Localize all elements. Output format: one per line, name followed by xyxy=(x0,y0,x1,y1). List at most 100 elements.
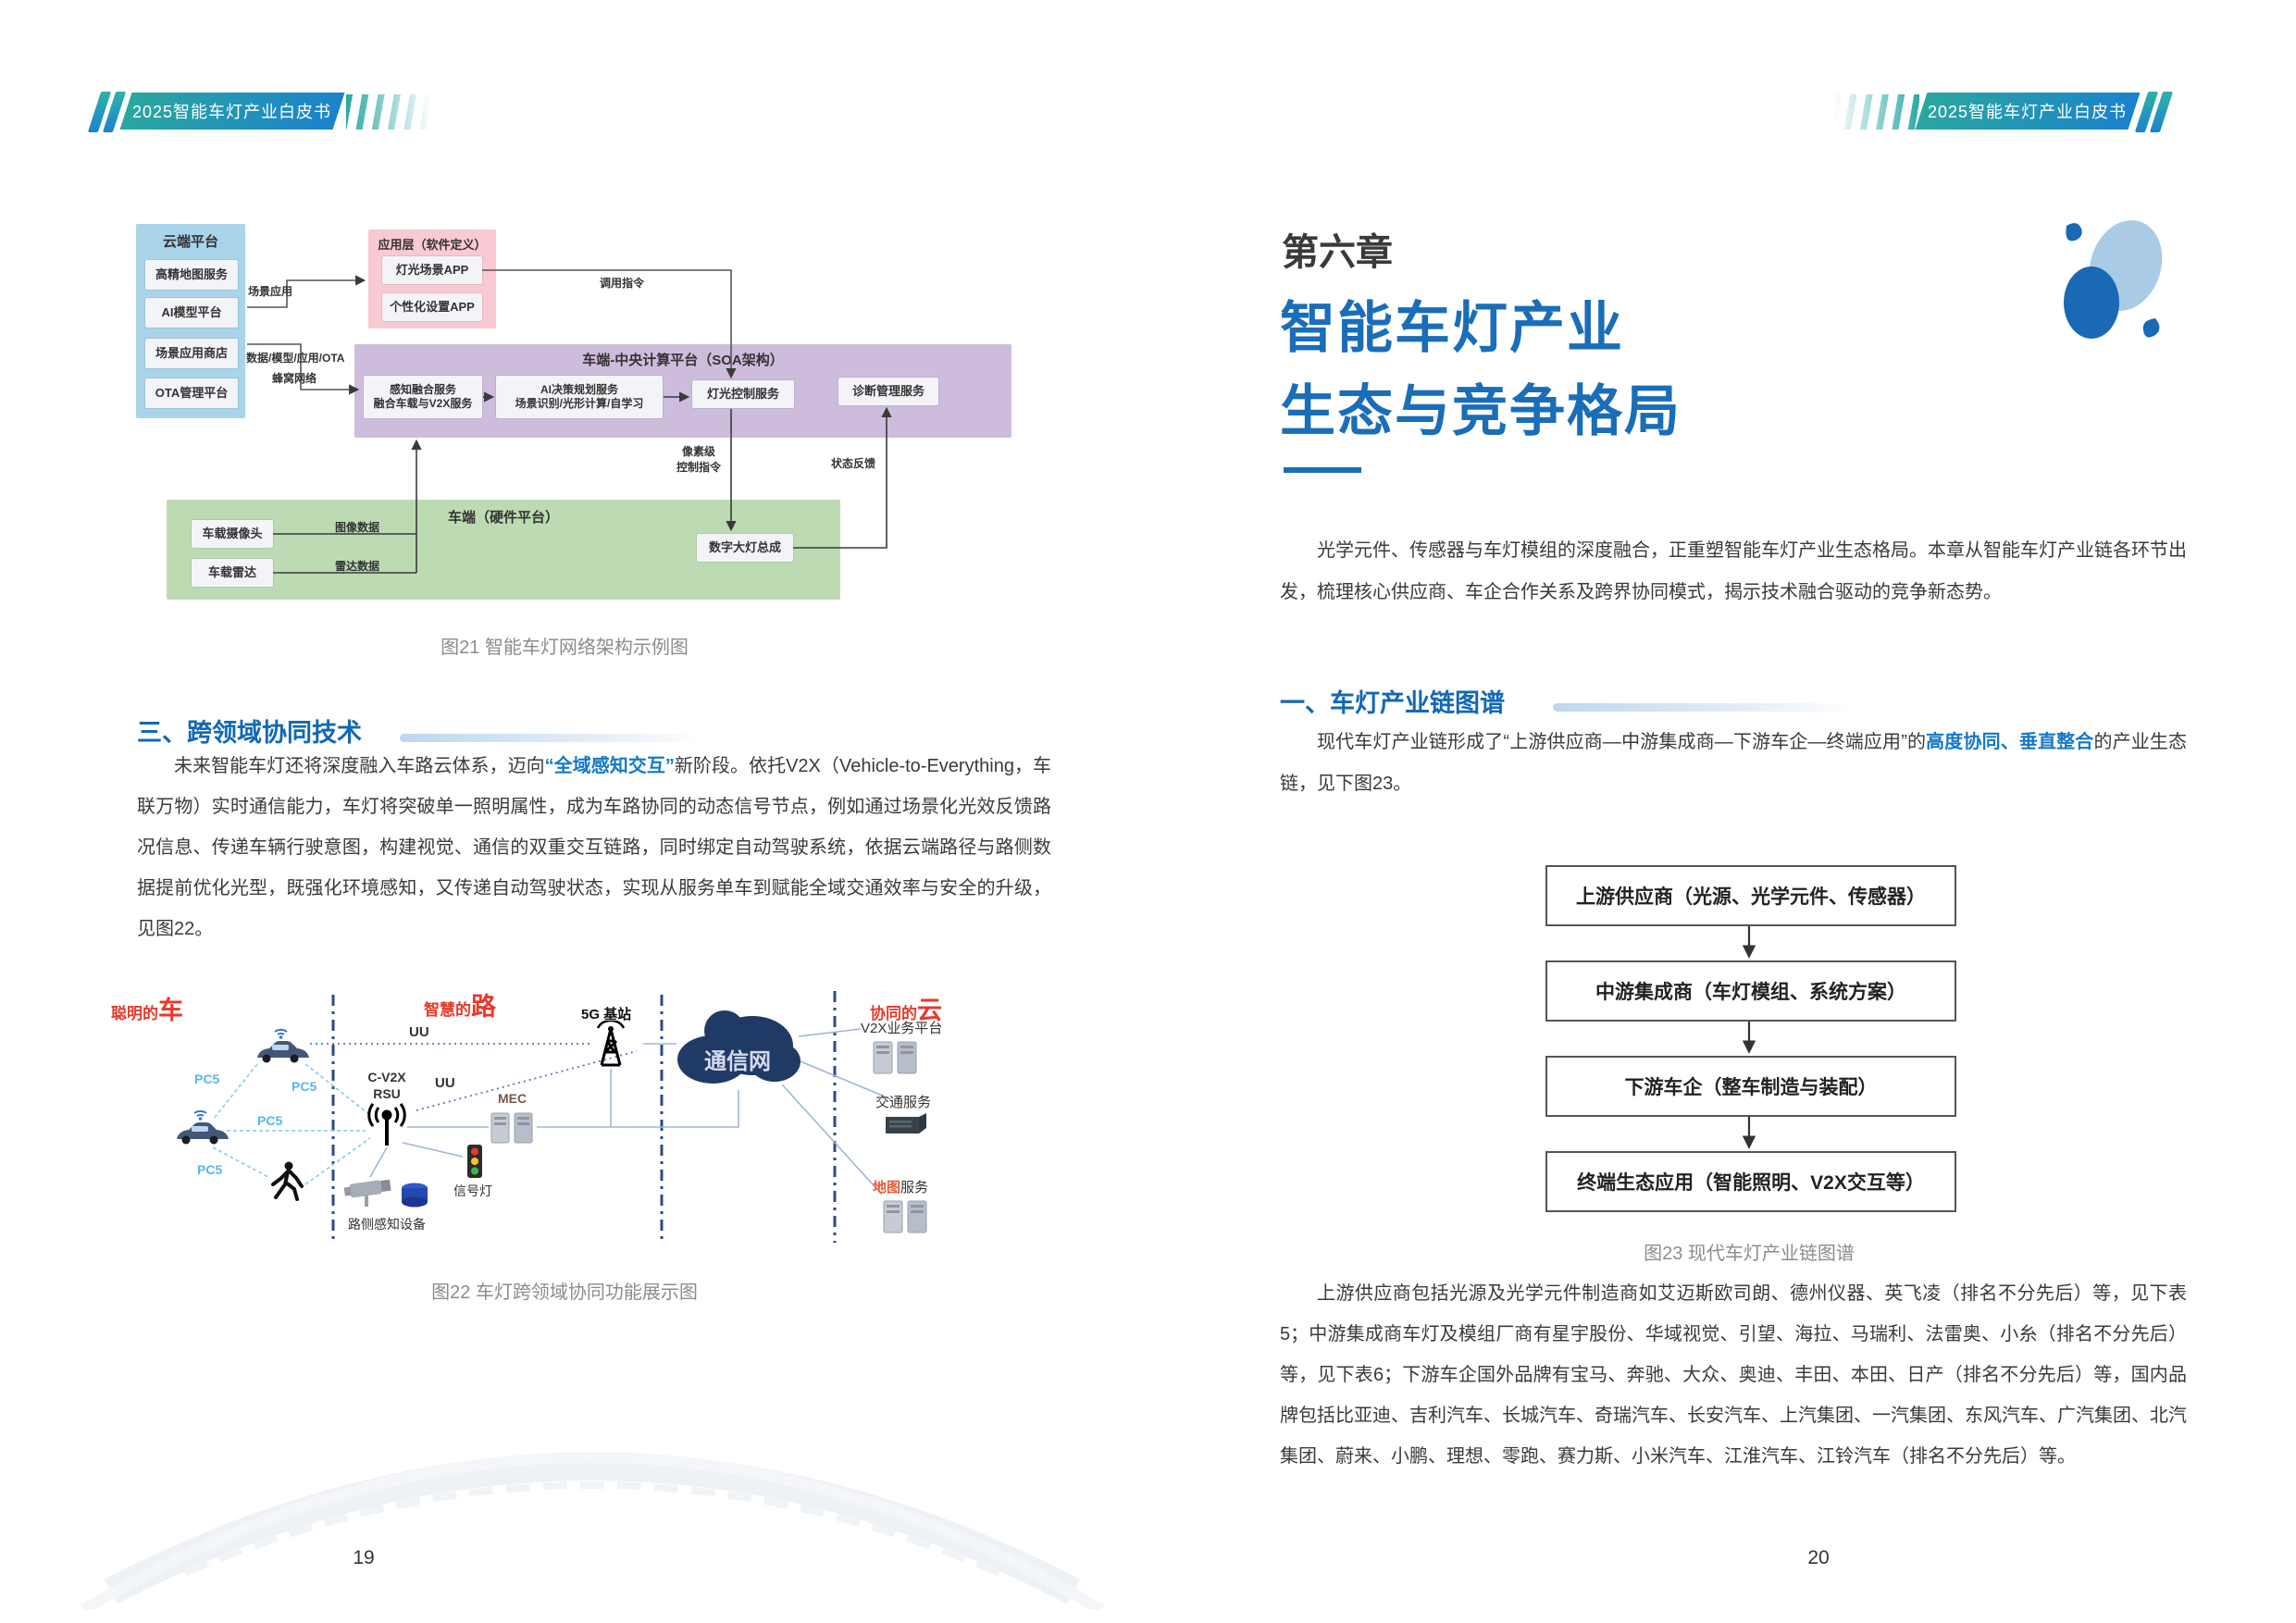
map-service-servers-icon xyxy=(880,1196,932,1235)
soa-service-light-control: 灯光控制服务 xyxy=(692,380,794,408)
edge-label-scene-app: 场景应用 xyxy=(248,285,293,298)
fig23-caption: 图23 现代车灯产业链图谱 xyxy=(1644,1244,1855,1264)
communication-network-cloud: 通信网 xyxy=(671,1002,805,1093)
chapter-title-underline xyxy=(1284,467,1361,473)
cloud-item: 场景应用商店 xyxy=(145,339,238,368)
roadside-camera-icon xyxy=(342,1173,396,1210)
right-header-banner-text: 2025智能车灯产业白皮书 xyxy=(1928,103,2128,121)
roadside-lidar-icon xyxy=(398,1181,431,1212)
chapter-logo-icon xyxy=(2064,220,2163,339)
left-header-banner-text: 2025智能车灯产业白皮书 xyxy=(132,103,332,121)
pc5-link-label: PC5 xyxy=(292,1079,317,1094)
right-header-banner: 2025智能车灯产业白皮书 xyxy=(1915,93,2141,130)
hw-headlamp-box: 数字大灯总成 xyxy=(697,534,793,562)
vehicle-hardware-title: 车端（硬件平台） xyxy=(447,510,559,526)
edge-label-image-data: 图像数据 xyxy=(335,521,380,534)
zone-title-main: 路 xyxy=(471,993,496,1021)
cloud-item: 高精地图服务 xyxy=(145,260,238,290)
left-header-banner: 2025智能车灯产业白皮书 xyxy=(119,93,345,130)
zone-title-prefix: 协同的 xyxy=(870,1005,917,1022)
fig21-network-architecture: 云端平台 应用层（软件定义） 车端-中央计算平台（SOA架构） 车端（硬件平台）… xyxy=(88,134,1041,638)
cv2x-rsu-label: C-V2X RSU xyxy=(360,1069,414,1102)
chapter-title-line1: 智能车灯产业 xyxy=(1280,297,1624,359)
suppliers-paragraph: 上游供应商包括光源及光学元件制造商如艾迈斯欧司朗、德州仪器、英飞凌（排名不分先后… xyxy=(1280,1283,2187,1467)
edge-label-invoke: 调用指令 xyxy=(600,277,645,290)
header-stripes-decoration xyxy=(1834,94,1919,130)
map-service-label-red: 地图 xyxy=(873,1180,901,1196)
edge-label-data-ota: 数据/模型/应用/OTA xyxy=(246,352,345,365)
5g-base-station-icon xyxy=(589,1021,633,1069)
paragraph-text: 现代车灯产业链形成了“上游供应商—中游集成商—下游车企—终端应用”的 xyxy=(1317,732,1927,752)
paragraph-highlight: 高度协同、垂直整合 xyxy=(1926,732,2094,752)
communication-network-label: 通信网 xyxy=(704,1048,771,1074)
flow-node-midstream: 中游集成商（车灯模组、系统方案） xyxy=(1545,960,1956,1022)
map-service-label-black: 服务 xyxy=(900,1180,929,1196)
chapter-title: 智能车灯产业 生态与竞争格局 xyxy=(1280,287,1682,453)
v2x-platform-servers-icon xyxy=(870,1037,922,1076)
5g-base-station-label: 5G 基站 xyxy=(581,1007,632,1022)
fig23-industry-chain-flowchart: 上游供应商（光源、光学元件、传感器） 中游集成商（车灯模组、系统方案） 下游车企… xyxy=(1499,861,1999,1286)
chapter-title-line2: 生态与竞争格局 xyxy=(1280,380,1682,442)
rsu-antenna-icon xyxy=(366,1103,407,1147)
mec-servers-icon xyxy=(489,1109,537,1146)
cv2x-label-line: C-V2X xyxy=(367,1070,406,1084)
map-service-label: 地图服务 xyxy=(873,1177,928,1196)
flow-node-upstream: 上游供应商（光源、光学元件、传感器） xyxy=(1545,865,1956,926)
zone-title-prefix: 智慧的 xyxy=(424,1001,471,1019)
edge-label-pixel-line: 像素级 xyxy=(681,445,715,458)
soa-service-ai-planning: AI决策规划服务 场景识别/光形计算/自学习 xyxy=(496,376,663,418)
paragraph-highlight: “全域感知交互” xyxy=(544,756,675,776)
fig22-v2x-diagram: 聪明的车 智慧的路 协同的云 xyxy=(88,985,1013,1263)
application-layer-title: 应用层（软件定义） xyxy=(378,238,487,252)
cv2x-label-line: RSU xyxy=(373,1086,401,1102)
pc5-link-label: PC5 xyxy=(194,1072,220,1086)
header-stripes-decoration xyxy=(346,94,431,130)
zone-title-smart-vehicle: 聪明的车 xyxy=(111,990,183,1026)
edge-label-feedback: 状态反馈 xyxy=(831,457,876,470)
connected-car-icon xyxy=(252,1022,309,1065)
zone-title-smart-road: 智慧的路 xyxy=(424,986,496,1022)
chapter-intro-paragraph: 光学元件、传感器与车灯模组的深度融合，正重塑智能车灯产业生态格局。本章从智能车灯… xyxy=(1280,540,2187,602)
signal-light-label: 信号灯 xyxy=(453,1183,492,1198)
soa-service-perception: 感知融合服务 融合车载与V2X服务 xyxy=(364,376,482,418)
fig21-caption: 图21 智能车灯网络架构示例图 xyxy=(441,638,689,658)
paragraph-text: 的产业生态链，见下图23。 xyxy=(1280,732,2188,794)
cross-domain-paragraph: 未来智能车灯还将深度融入车路云体系，迈向“全域感知交互”新阶段。依托V2X（Ve… xyxy=(137,746,1051,949)
zone-title-prefix: 聪明的 xyxy=(111,1005,158,1022)
connected-car-icon xyxy=(171,1104,229,1146)
heading-underline-decoration xyxy=(400,734,705,742)
traffic-service-label: 交通服务 xyxy=(875,1095,932,1110)
edge-label-pixel-cmd: 像素级 控制指令 xyxy=(669,443,728,475)
zone-title-collab-cloud: 协同的云 xyxy=(870,990,942,1026)
paragraph-text: 未来智能车灯还将深度融入车路云体系，迈向 xyxy=(174,756,545,776)
soa-service-line: AI决策规划服务 xyxy=(540,383,618,396)
flow-node-downstream: 下游车企（整车制造与装配） xyxy=(1545,1056,1956,1117)
v2x-platform-label: V2X业务平台 xyxy=(861,1021,943,1036)
edge-label-cellular: 蜂窝网络 xyxy=(272,372,317,385)
cloud-item: OTA管理平台 xyxy=(145,378,238,408)
hw-camera-box: 车载摄像头 xyxy=(192,520,273,548)
industry-chain-paragraph: 现代车灯产业链形成了“上游供应商—中游集成商—下游车企—终端应用”的高度协同、垂… xyxy=(1280,722,2187,805)
cloud-platform-title: 云端平台 xyxy=(162,234,218,250)
pc5-link-label: PC5 xyxy=(197,1162,223,1177)
pc5-link-label: PC5 xyxy=(257,1113,283,1128)
heading-underline-decoration xyxy=(1553,703,1854,712)
section-heading-industry-chain: 一、车灯产业链图谱 xyxy=(1280,689,1505,717)
left-page-number: 19 xyxy=(353,1547,375,1568)
pedestrian-icon xyxy=(267,1160,307,1208)
paragraph-text: 新阶段。依托V2X（Vehicle-to-Everything，车联万物）实时通… xyxy=(137,756,1052,939)
roadside-devices-label: 路侧感知设备 xyxy=(348,1217,426,1232)
right-page-number: 20 xyxy=(1807,1547,1830,1568)
traffic-light-icon xyxy=(463,1143,487,1182)
soa-service-diagnostics: 诊断管理服务 xyxy=(838,378,938,405)
cloud-item: AI模型平台 xyxy=(145,298,238,328)
app-item: 个性化设置APP xyxy=(382,293,482,321)
zone-title-main: 车 xyxy=(158,997,183,1024)
section-heading-cross-domain: 三、跨领域协同技术 xyxy=(137,719,362,747)
mec-label: MEC xyxy=(498,1091,527,1106)
uu-link-label: UU xyxy=(435,1075,455,1091)
traffic-service-server-icon xyxy=(882,1111,930,1137)
edge-label-pixel-line: 控制指令 xyxy=(676,461,721,474)
zone-title-main: 云 xyxy=(917,997,942,1024)
